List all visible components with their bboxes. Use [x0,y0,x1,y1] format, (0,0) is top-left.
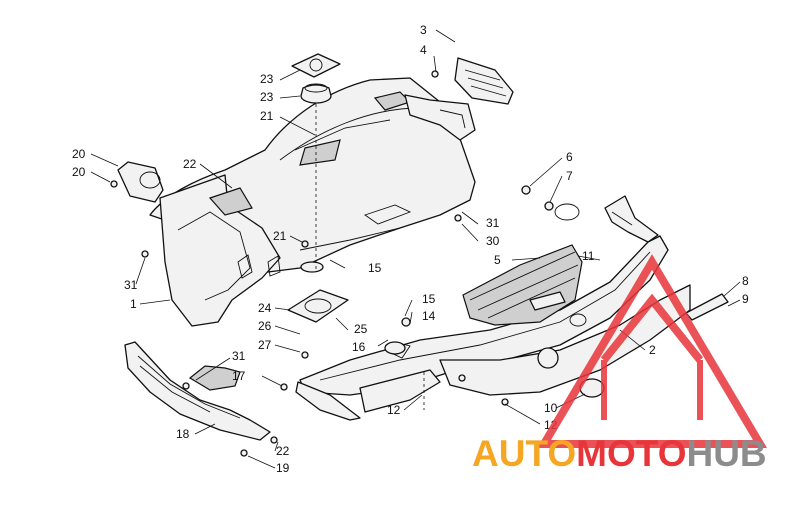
callout-15-lower: 15 [422,292,436,306]
watermark-auto: AUTO [472,433,576,474]
callout-23-upper: 21 [260,109,274,123]
callout-24: 23 [260,72,274,86]
callout-13: 12 [387,403,401,417]
callout-17: 17 [232,369,246,383]
callout-31-right: 31 [486,216,500,230]
front-cover-5 [462,244,583,326]
callout-25: 23 [260,90,274,104]
callout-19: 19 [276,461,290,475]
watermark-text: AUTOMOTOHUB [472,433,767,474]
bumper-18 [124,341,271,441]
callout-27: 25 [354,322,368,336]
callout-18: 18 [176,427,190,441]
cover-21 [117,161,164,203]
center-skid [295,341,441,421]
callout-2: 2 [649,343,656,357]
callout-20-upper: 21 [273,229,287,243]
callout-9: 9 [742,292,749,306]
callout-labels: 3 4 23 23 21 20 20 22 6 7 31 30 21 15 5 … [72,23,749,475]
callout-20-lower: 22 [276,444,290,458]
callout-31-lower: 31 [232,349,246,363]
lower-skid [439,203,691,398]
callout-14: 14 [422,309,436,323]
callout-22: 20 [72,165,86,179]
upper-bracket [404,94,476,141]
callout-5: 5 [494,253,501,267]
callout-1: 1 [130,297,137,311]
callout-11: 11 [582,249,595,263]
callout-6: 6 [566,150,573,164]
plate-26 [287,261,349,323]
callout-4: 4 [420,43,427,57]
callout-8: 8 [742,274,749,288]
callout-23-left: 22 [183,157,197,171]
watermark-moto: MOTO [576,433,686,474]
watermark-hub: HUB [686,433,766,474]
callout-15-upper: 15 [368,261,382,275]
callout-10: 10 [544,401,558,415]
plate-24 [291,53,341,78]
watermark-triangle-icon [536,254,768,448]
callout-31-left: 31 [124,278,138,292]
grommet-25 [300,83,332,104]
hardware [110,70,554,457]
callout-21: 20 [72,147,86,161]
callout-30: 30 [486,234,500,248]
side-bar-8 [685,293,729,321]
callout-28: 26 [258,319,272,333]
vent-3 [454,57,514,105]
callout-16: 16 [352,340,366,354]
callout-7: 7 [566,169,573,183]
callout-29: 27 [258,338,272,352]
left-side-panel [159,174,281,327]
callout-26: 24 [258,301,272,315]
watermark [536,254,768,448]
callout-3: 3 [420,23,427,37]
